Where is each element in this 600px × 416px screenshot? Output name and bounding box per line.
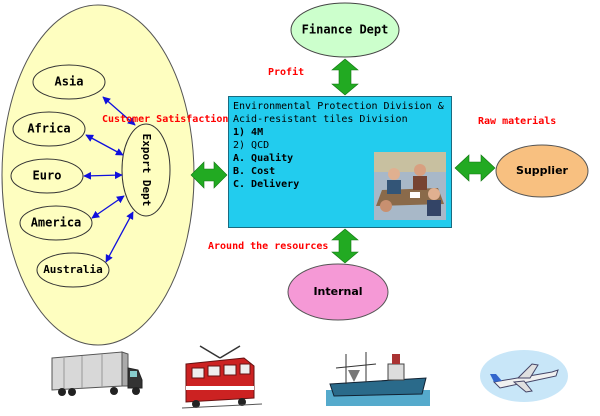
region-australia: Australia xyxy=(36,252,110,288)
meeting-clipart-icon xyxy=(374,152,446,220)
link-euro xyxy=(83,171,123,180)
center-title-line2: Acid-resistant tiles Division xyxy=(233,114,408,125)
customer-satisfaction-label: Customer Satisfaction xyxy=(102,113,228,125)
raw-materials-label: Raw materials xyxy=(478,115,556,127)
internal-label: Internal xyxy=(313,285,362,298)
finance-dept: Finance Dept xyxy=(290,2,400,58)
region-asia-label: Asia xyxy=(55,75,84,89)
tram-icon xyxy=(181,345,263,409)
center-item-quality: A. Quality xyxy=(233,153,294,164)
region-america: America xyxy=(19,205,93,241)
airplane-icon xyxy=(480,350,568,402)
region-africa-label: Africa xyxy=(27,122,70,136)
finance-dept-label: Finance Dept xyxy=(302,23,389,37)
region-america-label: America xyxy=(31,216,82,230)
profit-label: Profit xyxy=(268,66,304,78)
truck-icon xyxy=(51,351,143,396)
ship-icon xyxy=(326,352,430,406)
region-links xyxy=(83,96,136,263)
supplier: Supplier xyxy=(495,144,589,198)
green-arrows xyxy=(190,58,496,264)
center-title-line1: Environmental Protection Division & xyxy=(233,101,444,112)
link-asia xyxy=(102,96,136,126)
export-dept: Export Dept xyxy=(121,123,171,217)
center-item-delivery: C. Delivery xyxy=(233,179,300,190)
region-asia: Asia xyxy=(32,64,106,100)
supplier-label: Supplier xyxy=(516,164,569,177)
arrow-center-internal xyxy=(331,228,359,264)
link-america xyxy=(91,195,125,219)
region-africa: Africa xyxy=(12,111,86,147)
arrow-finance-center xyxy=(331,58,359,96)
arrow-center-supplier xyxy=(454,154,496,182)
export-dept-label: Export Dept xyxy=(140,134,153,207)
region-australia-label: Australia xyxy=(43,263,103,276)
region-euro-label: Euro xyxy=(33,169,62,183)
center-item-qcd: 2) QCD xyxy=(233,140,270,151)
region-euro: Euro xyxy=(10,158,84,194)
link-africa xyxy=(85,134,124,156)
around-resources-label: Around the resources xyxy=(208,241,328,252)
center-item-4m: 1) 4M xyxy=(233,127,264,138)
center-item-cost: B. Cost xyxy=(233,166,276,177)
arrow-export-center xyxy=(190,161,228,189)
internal: Internal xyxy=(287,263,389,321)
link-australia xyxy=(105,211,134,263)
